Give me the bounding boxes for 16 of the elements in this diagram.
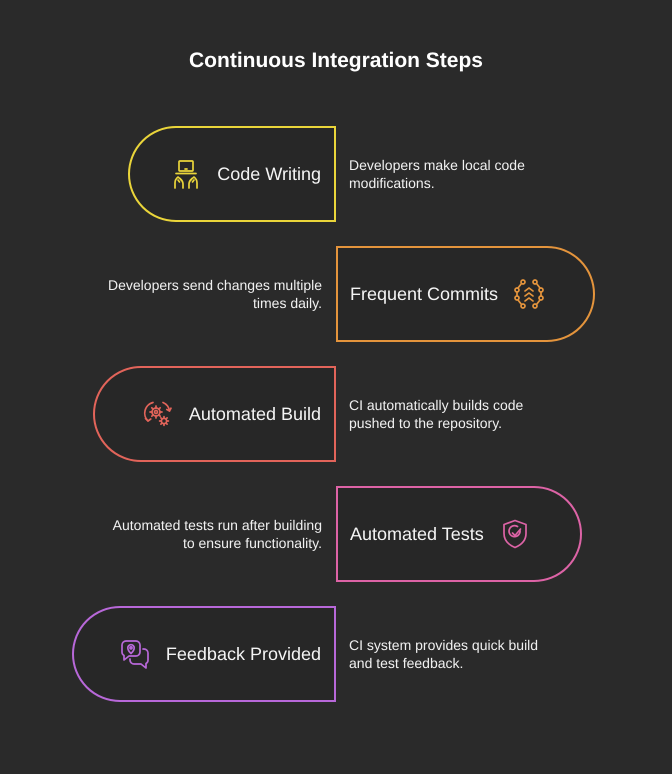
step-card bbox=[336, 246, 595, 342]
step-description: Developers send changes multiple times daily. bbox=[107, 276, 322, 312]
step-card bbox=[93, 366, 336, 462]
step-title: Automated Build bbox=[188, 403, 321, 425]
step-title: Feedback Provided bbox=[166, 643, 321, 665]
step-description: Developers make local code modifications. bbox=[349, 156, 526, 192]
step-card bbox=[72, 606, 336, 702]
step-description: Automated tests run after building to ensure functionality. bbox=[112, 516, 322, 552]
step-description: CI automatically builds code pushed to the repository. bbox=[349, 396, 524, 432]
title: Continuous Integration Steps bbox=[188, 48, 484, 74]
step-title: Frequent Commits bbox=[350, 283, 498, 305]
step-title: Code Writing bbox=[217, 163, 321, 185]
step-title: Automated Tests bbox=[350, 523, 484, 545]
step-card bbox=[128, 126, 336, 222]
step-card bbox=[336, 486, 582, 582]
step-description: CI system provides quick build and test feedback. bbox=[349, 636, 540, 672]
